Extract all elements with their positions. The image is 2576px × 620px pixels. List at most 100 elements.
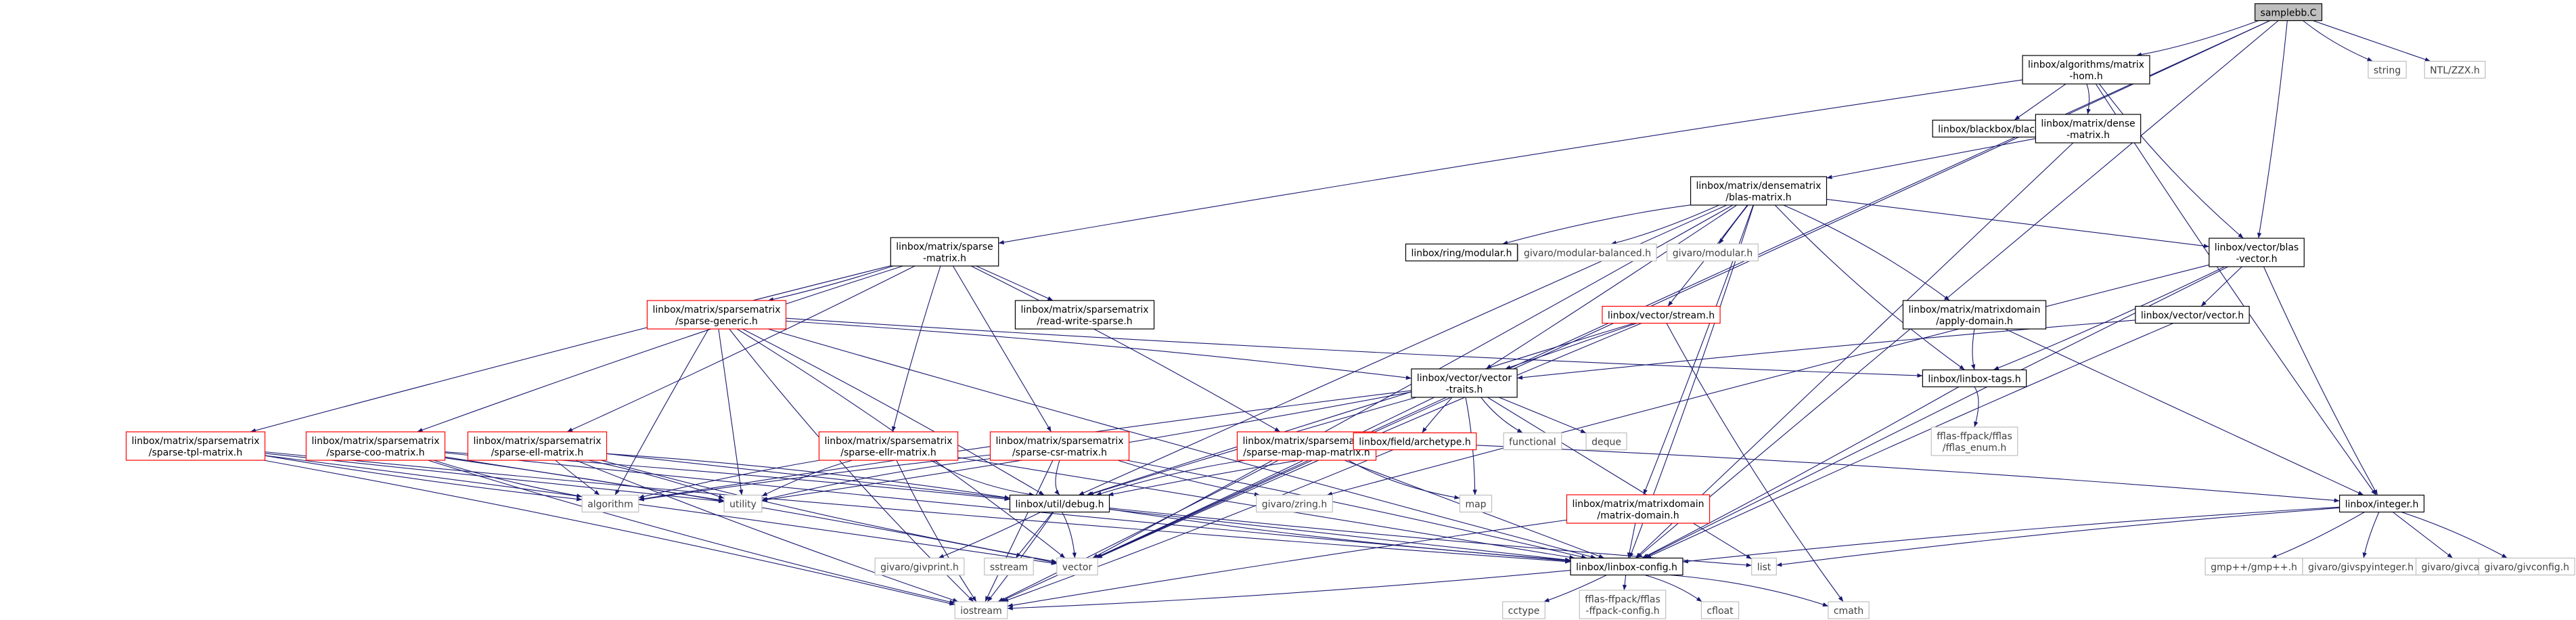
edge-hom-sparsematrix xyxy=(998,79,2023,245)
node-csr[interactable]: linbox/matrix/sparsematrix/sparse-csr-ma… xyxy=(989,431,1130,461)
edge-sparsegeneric-algorithm xyxy=(614,328,709,495)
edge-coo-algorithm xyxy=(433,460,583,498)
edge-blasvector-vectorh xyxy=(2200,266,2242,307)
edge-blasmatrix-tags xyxy=(1774,204,1965,370)
edge-integer-givcaster xyxy=(2392,512,2454,558)
node-label: /sparse-coo-matrix.h xyxy=(326,447,424,458)
node-box xyxy=(1585,432,1627,451)
edge-sparsegeneric-utility xyxy=(718,328,744,495)
node-box xyxy=(874,557,965,576)
node-label: linbox/ring/modular.h xyxy=(1411,248,1512,259)
node-box xyxy=(467,431,608,461)
node-label: cctype xyxy=(1508,606,1540,617)
edge-ellr-debug xyxy=(930,460,1035,497)
edge-hom-blackbox xyxy=(2014,83,2066,120)
node-ringmodular[interactable]: linbox/ring/modular.h xyxy=(1405,243,1518,262)
node-mdomain[interactable]: linbox/matrix/matrixdomain/matrix-domain… xyxy=(1566,494,1711,524)
node-blasmatrix[interactable]: linbox/matrix/densematrix/blas-matrix.h xyxy=(1690,176,1828,206)
edge-vstream-vtraits xyxy=(1505,322,1637,370)
node-box xyxy=(1700,601,1740,619)
node-label: -matrix.h xyxy=(2066,130,2110,141)
node-vstream[interactable]: linbox/vector/stream.h xyxy=(1602,305,1721,324)
node-label: /sparse-csr-matrix.h xyxy=(1012,447,1107,458)
node-deque: deque xyxy=(1585,432,1627,451)
node-givmod: givaro/modular.h xyxy=(1667,243,1759,262)
node-archetype[interactable]: linbox/field/archetype.h xyxy=(1353,432,1477,451)
node-debug[interactable]: linbox/util/debug.h xyxy=(1009,494,1110,513)
node-box xyxy=(2035,114,2142,143)
edge-csr-iostream xyxy=(985,460,1054,602)
node-label: functional xyxy=(1509,437,1556,448)
node-box xyxy=(1579,590,1667,619)
edge-debug-vector xyxy=(1062,512,1077,558)
node-box xyxy=(984,557,1034,576)
edge-mapmap-debug xyxy=(1095,460,1246,496)
node-label: linbox/matrix/sparsematrix xyxy=(1020,305,1148,315)
node-label: /apply-domain.h xyxy=(1936,316,2013,327)
node-box xyxy=(646,300,787,330)
node-label: givaro/modular.h xyxy=(1673,248,1753,259)
node-label: linbox/linbox-tags.h xyxy=(1928,374,2020,385)
edge-sparsematrix-tpl xyxy=(250,265,891,433)
edge-debug-givprint xyxy=(938,512,1041,559)
node-box xyxy=(1570,557,1684,576)
node-label: linbox/vector/blas xyxy=(2215,242,2299,253)
node-samplebb[interactable]: samplebb.C xyxy=(2254,3,2323,22)
node-vectorh[interactable]: linbox/vector/vector.h xyxy=(2135,305,2250,324)
node-label: /matrix-domain.h xyxy=(1597,510,1679,521)
node-box xyxy=(1503,432,1562,451)
edge-debug-config xyxy=(1109,508,1571,562)
node-ell[interactable]: linbox/matrix/sparsematrix/sparse-ell-ma… xyxy=(467,431,608,461)
node-coo[interactable]: linbox/matrix/sparsematrix/sparse-coo-ma… xyxy=(305,431,446,461)
node-hom[interactable]: linbox/algorithms/matrix-hom.h xyxy=(2022,55,2150,85)
edge-sparsematrix-mapmap xyxy=(970,265,1281,433)
edge-archetype-integer xyxy=(1476,445,2340,503)
node-vtraits[interactable]: linbox/vector/vector-traits.h xyxy=(1411,368,1518,398)
node-box xyxy=(1690,176,1828,206)
node-readwrite[interactable]: linbox/matrix/sparsematrix/read-write-sp… xyxy=(1014,300,1155,330)
edge-blasmatrix-givmod xyxy=(1718,204,1748,244)
node-sparsegeneric[interactable]: linbox/matrix/sparsematrix/sparse-generi… xyxy=(646,300,787,330)
node-applydomain[interactable]: linbox/matrix/matrixdomain/apply-domain.… xyxy=(1902,300,2047,330)
node-box xyxy=(2254,3,2323,22)
node-label: linbox/matrix/densematrix xyxy=(1696,181,1822,192)
node-box xyxy=(2135,305,2250,324)
node-mapmap[interactable]: linbox/matrix/sparsematrix/sparse-map-ma… xyxy=(1236,431,1377,461)
node-blasvector[interactable]: linbox/vector/blas-vector.h xyxy=(2209,238,2305,267)
node-label: utility xyxy=(729,500,756,510)
node-cfloat: cfloat xyxy=(1700,601,1740,619)
node-box xyxy=(1236,431,1377,461)
edge-coo-iostream xyxy=(428,460,955,604)
edge-hom-integer xyxy=(2095,83,2376,495)
node-densematrix[interactable]: linbox/matrix/dense-matrix.h xyxy=(2035,114,2142,143)
node-ffconfig: fflas-ffpack/fflas-ffpack-config.h xyxy=(1579,590,1667,619)
node-box xyxy=(305,431,446,461)
node-label: /sparse-ellr-matrix.h xyxy=(840,447,936,458)
node-box xyxy=(1459,494,1493,513)
node-label: linbox/algorithms/matrix xyxy=(2028,60,2144,70)
node-box xyxy=(1014,300,1155,330)
node-label: list xyxy=(1757,562,1771,573)
node-box xyxy=(1566,494,1711,524)
edge-samplebb-string xyxy=(2303,20,2373,62)
edge-tags-ffenum xyxy=(1974,386,1979,428)
node-sparsematrix[interactable]: linbox/matrix/sparse-matrix.h xyxy=(890,237,999,267)
node-box xyxy=(989,431,1130,461)
node-tags[interactable]: linbox/linbox-tags.h xyxy=(1922,369,2027,388)
node-config[interactable]: linbox/linbox-config.h xyxy=(1570,557,1684,576)
node-tpl[interactable]: linbox/matrix/sparsematrix/sparse-tpl-ma… xyxy=(125,431,266,461)
edge-ell-debug xyxy=(606,453,1010,500)
edge-sparsematrix-sparsegeneric xyxy=(767,265,894,302)
edge-csr-zring xyxy=(1117,460,1261,497)
edge-ellr-iostream xyxy=(896,460,977,602)
node-box xyxy=(954,601,1008,619)
node-ellr[interactable]: linbox/matrix/sparsematrix/sparse-ellr-m… xyxy=(818,431,959,461)
node-label: linbox/blackbox/blackbox.h xyxy=(1938,125,2066,135)
node-integer[interactable]: linbox/integer.h xyxy=(2338,494,2425,513)
node-label: cmath xyxy=(1834,606,1863,617)
node-box xyxy=(2368,60,2407,79)
node-label: /read-write-sparse.h xyxy=(1037,316,1132,327)
node-algorithm: algorithm xyxy=(581,494,639,513)
node-label: linbox/matrix/sparsematrix xyxy=(311,436,439,447)
